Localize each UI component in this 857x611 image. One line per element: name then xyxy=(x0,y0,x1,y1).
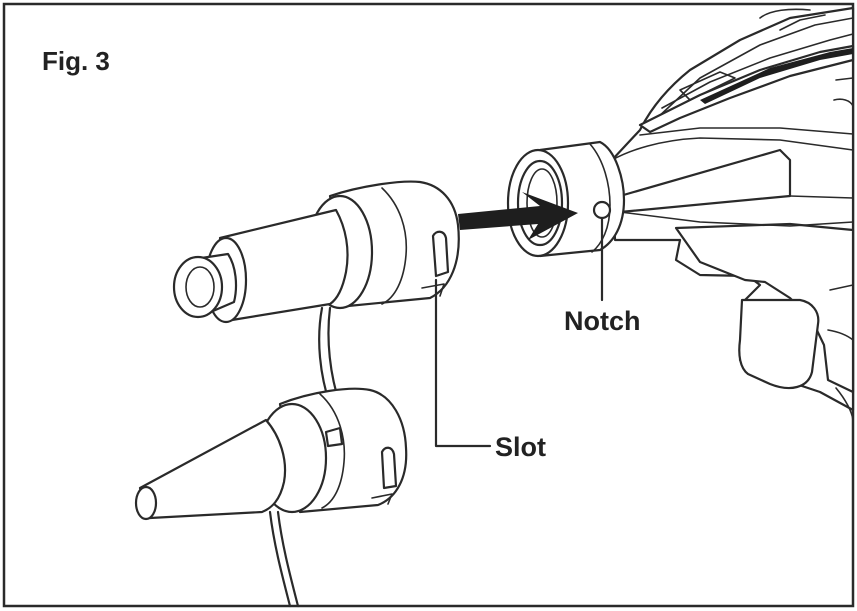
slot-callout-line xyxy=(434,278,492,448)
tool-vent-fins xyxy=(638,44,855,134)
adapter-cone xyxy=(138,418,287,520)
small-nozzle-adapter xyxy=(134,387,408,608)
notch-icon xyxy=(592,200,612,220)
notch-label: Notch xyxy=(564,306,641,336)
slot-icon xyxy=(431,230,450,278)
large-nozzle-adapter xyxy=(172,180,460,444)
adapter-mid-section xyxy=(218,208,349,322)
figure-title: Fig. 3 xyxy=(42,46,110,76)
slot-label: Slot xyxy=(495,432,546,462)
insert-direction-arrow xyxy=(458,192,578,240)
tool-trigger xyxy=(738,298,820,390)
adapter-cone-tip xyxy=(134,485,158,521)
inflator-tool xyxy=(506,6,855,421)
